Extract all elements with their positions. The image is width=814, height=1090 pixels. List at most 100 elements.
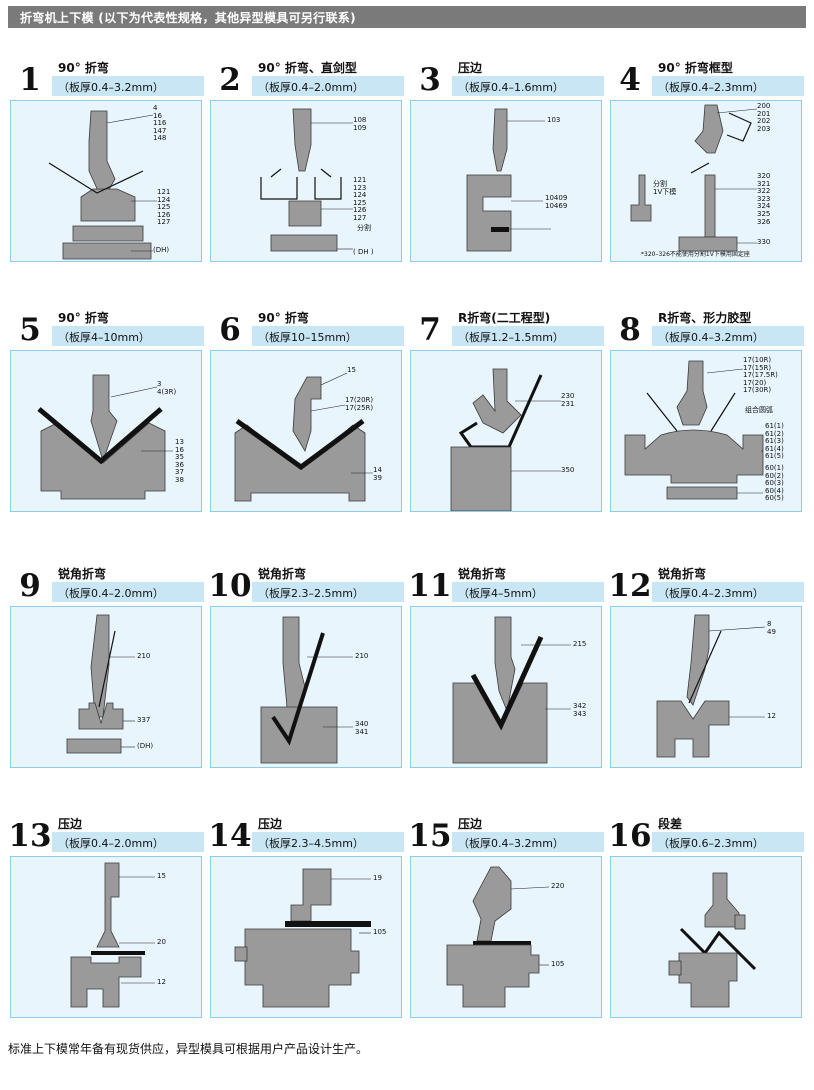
title-band (648, 326, 804, 346)
header-title: 折弯机上下模 (以下为代表性规格，其他异型模具可另行联系) (20, 11, 356, 25)
die-drawing (656, 614, 766, 758)
die-item-12: 12 锐角折弯 （板厚0.4–2.3mm） 8 49 12 (608, 564, 804, 768)
part-label: 330 (757, 238, 771, 246)
item-number: 4 (608, 60, 652, 100)
part-label: 13 16 35 36 37 38 (175, 438, 184, 484)
part-label: 105 (551, 960, 565, 968)
part-label: 350 (561, 466, 575, 474)
part-label: 210 (355, 652, 369, 660)
diagram-panel: 3 4(3R) 13 16 35 36 37 38 (10, 350, 202, 512)
diagram-panel: 4 16 116 147 148 121 124 125 126 127 (DH… (10, 100, 202, 262)
part-label: 121 123 124 125 126 127 (353, 176, 367, 222)
die-drawing (70, 862, 155, 1008)
diagram-panel: 103 10409 10469 (410, 100, 602, 262)
diagram-panel: 15 17(20R) 17(25R) 14 39 (210, 350, 402, 512)
part-label: 17(10R) 17(15R) 17(17.5R) 17(20) 17(30R) (743, 356, 778, 395)
footnote: *320–326不能使用分割1V下模用固定座 (641, 251, 750, 258)
part-label: ( DH ) (353, 248, 374, 256)
diagram-panel: 210 337 (DH) (10, 606, 202, 768)
die-drawing (234, 868, 371, 1008)
die-item-9: 9 锐角折弯 （板厚0.4–2.0mm） 210 337 (DH) (8, 564, 204, 768)
item-number: 15 (408, 816, 452, 856)
die-drawing (624, 360, 764, 500)
part-label: 20 (157, 938, 166, 946)
die-item-4: 4 90° 折弯框型 （板厚0.4–2.3mm） 200 201 202 203… (608, 58, 804, 262)
part-label: 19 (373, 874, 382, 882)
die-drawing (466, 108, 551, 252)
item-number: 10 (208, 566, 252, 606)
die-drawing (452, 616, 571, 764)
item-number: 11 (408, 566, 452, 606)
item-title: 段差 (658, 817, 683, 831)
item-title: 压边 (58, 817, 83, 831)
part-label: 15 (347, 366, 356, 374)
part-label: 103 (547, 116, 561, 124)
die-item-1: 1 90° 折弯 （板厚0.4–3.2mm） 4 16 116 147 148 … (8, 58, 204, 262)
die-drawing (450, 368, 561, 511)
part-label: 分割 1V下模 (653, 180, 677, 196)
title-band (248, 582, 404, 602)
item-number: 5 (8, 310, 52, 350)
die-item-3: 3 压边 （板厚0.4–1.6mm） 103 10409 10469 (408, 58, 604, 262)
item-number: 14 (208, 816, 252, 856)
item-title: 90° 折弯 (58, 311, 109, 325)
die-drawing (260, 108, 353, 252)
die-item-15: 15 压边 （板厚0.4–3.2mm） 220 105 (408, 814, 604, 1018)
part-label: (DH) (153, 246, 170, 254)
part-label: 8 49 (767, 620, 776, 636)
title-band (448, 76, 604, 96)
die-drawing (446, 866, 550, 1008)
item-number: 7 (408, 310, 452, 350)
item-number: 1 (8, 60, 52, 100)
die-drawing (234, 372, 373, 502)
part-label: 60(1) 60(2) 60(3) 60(4) 60(5) (765, 464, 784, 503)
title-band (248, 832, 404, 852)
item-title: 锐角折弯 (458, 567, 507, 581)
die-drawing (37, 374, 173, 500)
item-spec: （板厚0.4–1.6mm） (458, 81, 564, 94)
part-label: 230 231 (561, 392, 575, 408)
item-spec: （板厚2.3–2.5mm） (258, 587, 364, 600)
part-label: 10409 10469 (545, 194, 568, 210)
item-spec: （板厚0.4–2.3mm） (658, 587, 764, 600)
part-label: 15 (157, 872, 166, 880)
item-spec: （板厚4–10mm） (58, 331, 150, 344)
header-bar: 折弯机上下模 (以下为代表性规格，其他异型模具可另行联系) (8, 6, 806, 28)
die-item-11: 11 锐角折弯 （板厚4–5mm） 215 342 343 (408, 564, 604, 768)
diagram-panel: 230 231 350 (410, 350, 602, 512)
part-label: 17(20R) 17(25R) (345, 396, 374, 412)
item-spec: （板厚0.4–2.0mm） (258, 81, 364, 94)
part-label: 12 (767, 712, 776, 720)
diagram-panel: 200 201 202 203 分割 1V下模 320 321 322 323 … (610, 100, 802, 262)
diagram-panel (610, 856, 802, 1018)
diagram-panel: 210 340 341 (210, 606, 402, 768)
part-label: 210 (137, 652, 151, 660)
item-title: R折弯、形力胶型 (658, 311, 752, 325)
diagram-panel: 8 49 12 (610, 606, 802, 768)
die-item-10: 10 锐角折弯 （板厚2.3–2.5mm） 210 340 341 (208, 564, 404, 768)
part-label: 108 109 (353, 116, 367, 132)
item-spec: （板厚10–15mm） (258, 331, 357, 344)
title-band (448, 582, 604, 602)
die-item-13: 13 压边 （板厚0.4–2.0mm） 15 20 12 (8, 814, 204, 1018)
part-label: 121 124 125 126 127 (157, 188, 171, 227)
title-band (48, 582, 204, 602)
item-title: 90° 折弯 (258, 311, 309, 325)
die-drawing (66, 614, 135, 754)
item-spec: （板厚4–5mm） (458, 587, 543, 600)
item-spec: （板厚0.4–2.0mm） (58, 587, 164, 600)
item-title: 锐角折弯 (658, 567, 707, 581)
part-label: 320 321 322 323 324 325 326 (757, 172, 771, 226)
diagram-panel: 15 20 12 (10, 856, 202, 1018)
item-spec: （板厚0.4–2.3mm） (658, 81, 764, 94)
part-label: 分割 (357, 224, 371, 232)
part-label: 4 16 116 147 148 (153, 104, 167, 143)
die-item-16: 16 段差 （板厚0.6–2.3mm） (608, 814, 804, 1018)
die-item-14: 14 压边 （板厚2.3–4.5mm） 19 105 (208, 814, 404, 1018)
part-label: 3 4(3R) (157, 380, 177, 396)
part-label: 200 201 202 203 (757, 102, 771, 133)
item-number: 12 (608, 566, 652, 606)
part-label: 340 341 (355, 720, 369, 736)
diagram-panel: 215 342 343 (410, 606, 602, 768)
item-spec: （板厚0.4–3.2mm） (658, 331, 764, 344)
